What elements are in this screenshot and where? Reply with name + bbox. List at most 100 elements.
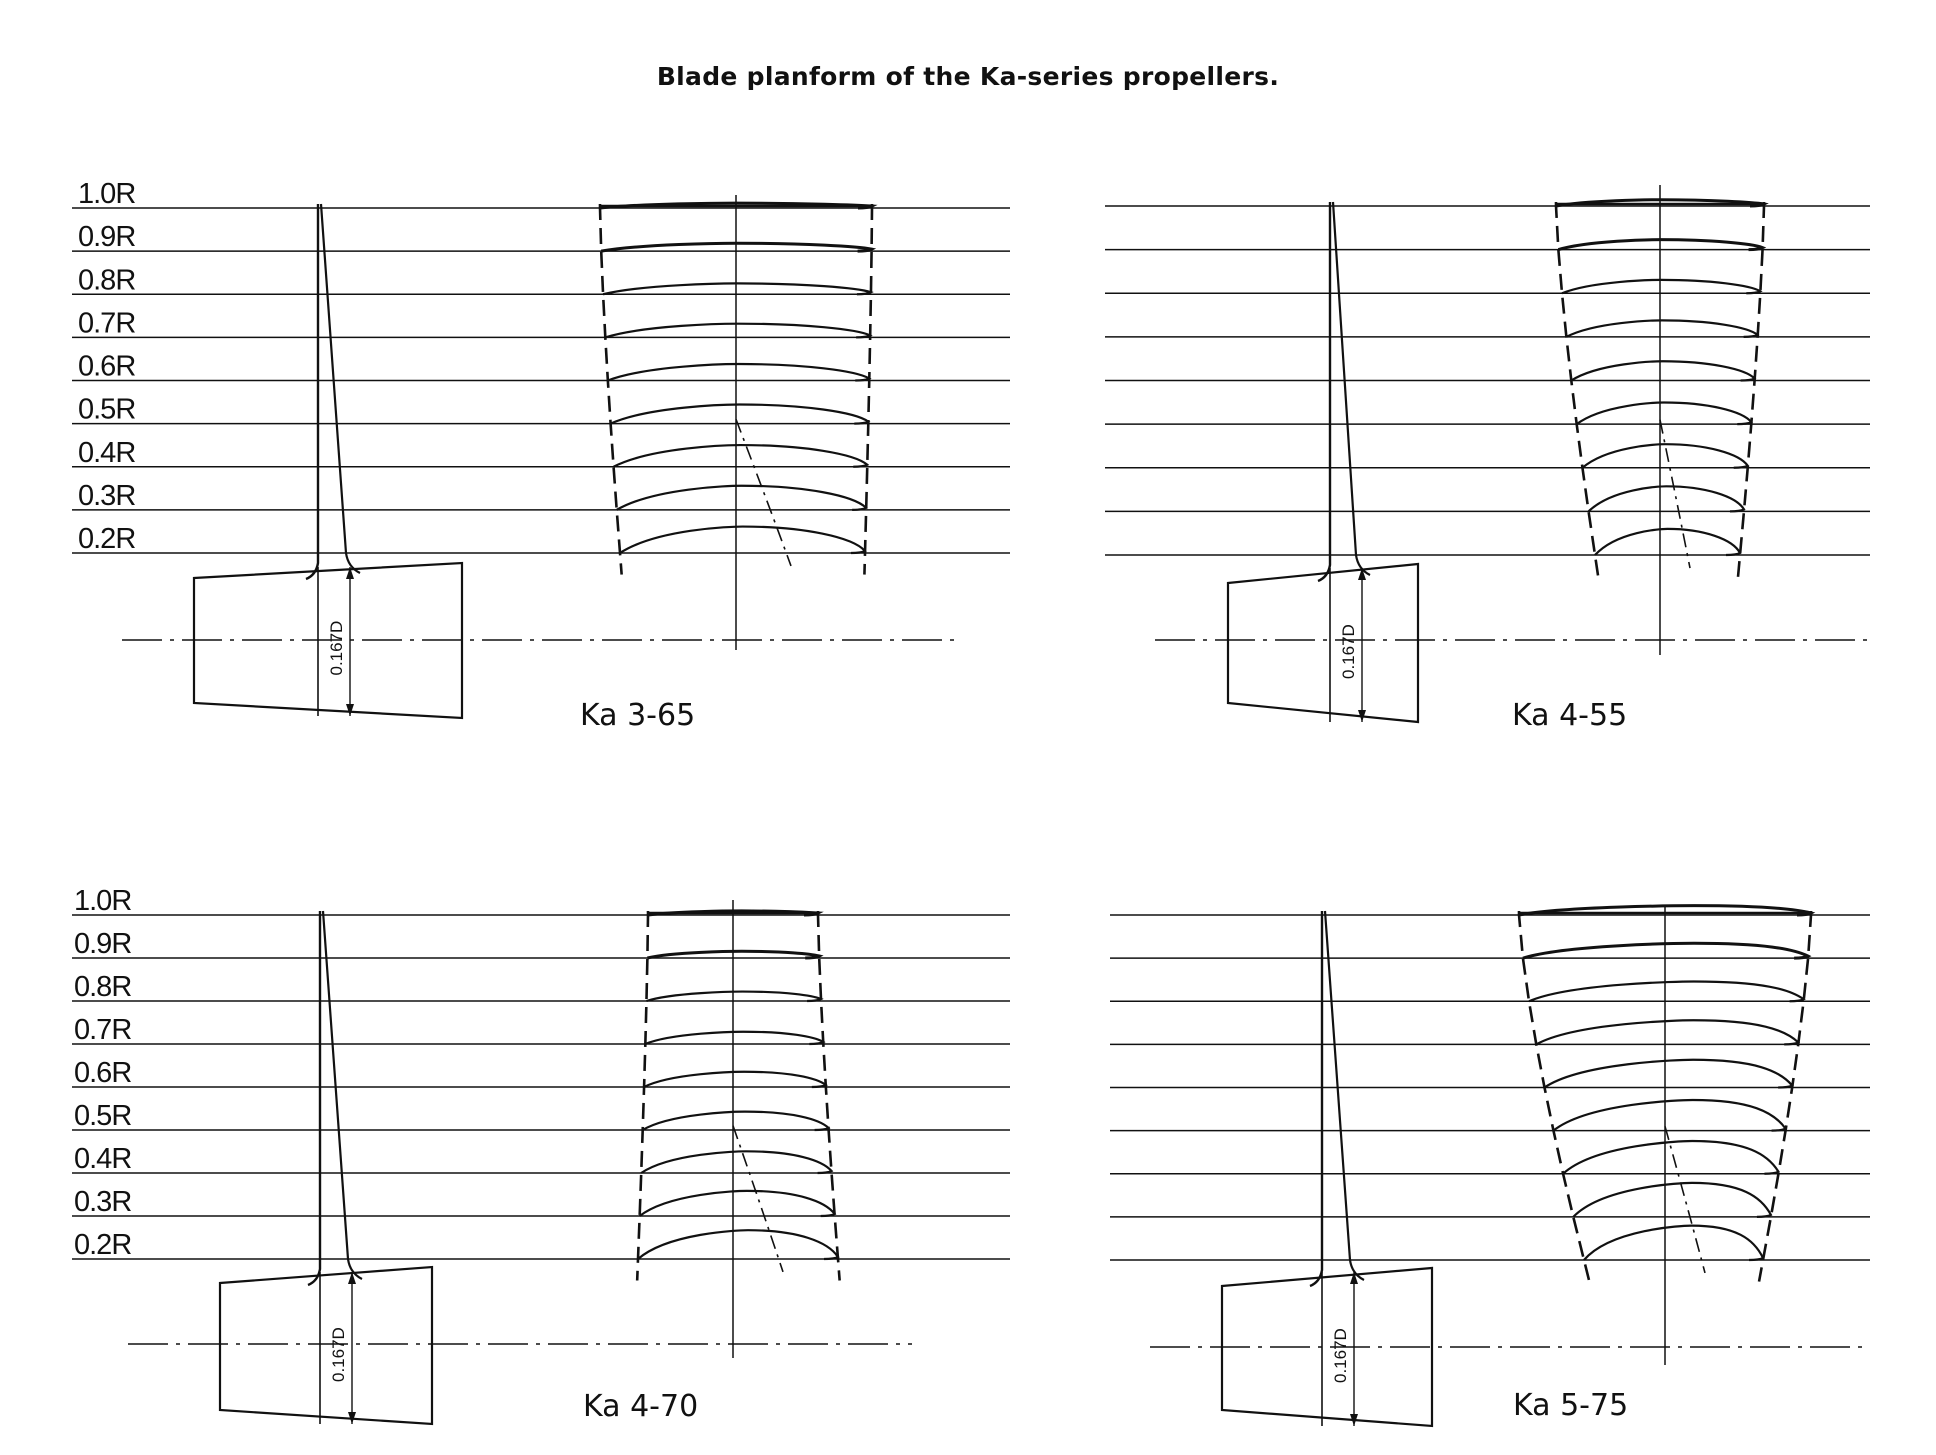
- blade-section-0.8R: [1561, 278, 1763, 295]
- radius-label: 0.7R: [78, 307, 135, 339]
- propeller-designation: Ka 5-75: [1513, 1388, 1628, 1423]
- blade-section-0.9R: [647, 949, 824, 960]
- boss-dimension-label: 0.167D: [1331, 1328, 1350, 1383]
- propeller-designation: Ka 4-55: [1512, 698, 1627, 733]
- blade-section-0.2R: [619, 525, 867, 555]
- blade-section-0.3R: [1572, 1181, 1773, 1218]
- blade-section-0.8R: [646, 990, 824, 1003]
- blade-section-0.4R: [1581, 443, 1750, 469]
- trailing-edge-outline: [816, 911, 841, 1281]
- blade-section-0.9R: [1522, 941, 1812, 960]
- radius-label: 0.5R: [74, 1100, 131, 1132]
- blade-section-0.2R: [637, 1229, 840, 1261]
- blade-section-0.5R: [1576, 401, 1753, 426]
- blade-section-0.2R: [1594, 527, 1742, 557]
- blade-section-0.6R: [1543, 1058, 1794, 1089]
- boss-outline: [218, 1265, 434, 1426]
- leading-edge-outline: [1517, 911, 1591, 1282]
- blade-section-0.9R: [600, 241, 877, 253]
- trailing-edge-outline: [1757, 911, 1813, 1282]
- blade-section-0.5R: [642, 1110, 831, 1132]
- blade-section-0.4R: [640, 1150, 834, 1175]
- blade-section-0.9R: [1557, 238, 1767, 252]
- panel-1: 1.0R 0.9R 0.8R 0.7R 0.6R 0.5R 0.4R 0.3R 0.2R 0.16…: [72, 178, 1010, 733]
- blade-section-0.7R: [1565, 319, 1760, 338]
- boss-outline: [192, 561, 464, 720]
- skew-line: [735, 419, 792, 567]
- radius-label: 0.2R: [78, 523, 135, 555]
- radius-label: 0.8R: [78, 264, 135, 296]
- dimension-arrow: [346, 704, 354, 716]
- blade-section-0.6R: [607, 362, 872, 382]
- leading-edge-outline: [1554, 202, 1600, 578]
- blade-section-0.6R: [1570, 360, 1757, 382]
- trailing-edge-outline: [1736, 202, 1766, 577]
- trailing-edge-outline: [863, 204, 874, 575]
- radius-label: 0.3R: [74, 1186, 131, 1218]
- dimension-arrow: [1350, 1414, 1358, 1426]
- radius-label: 1.0R: [74, 885, 131, 917]
- dimension-arrow: [1358, 710, 1366, 722]
- dimension-arrow: [348, 1412, 356, 1424]
- radius-label: 0.9R: [78, 221, 135, 253]
- dimension-arrow: [346, 567, 354, 579]
- dimension-arrow: [348, 1272, 356, 1284]
- blade-section-0.3R: [616, 484, 869, 511]
- boss-outline: [1226, 562, 1420, 724]
- dimension-arrow: [1350, 1272, 1358, 1284]
- panel-4: 0.167D Ka 5-75: [1110, 904, 1870, 1428]
- blade-section-0.5R: [1552, 1098, 1788, 1132]
- blade-section-0.8R: [602, 282, 874, 296]
- blade-rake-line: [321, 910, 363, 1280]
- blade-rake-line: [319, 203, 361, 574]
- boss-dimension-label: 0.167D: [329, 1327, 348, 1382]
- blade-section-0.7R: [644, 1030, 826, 1046]
- dimension-arrow: [1358, 568, 1366, 580]
- skew-line: [1659, 419, 1691, 569]
- blade-section-0.7R: [1535, 1019, 1801, 1046]
- blade-section-0.2R: [1583, 1224, 1765, 1262]
- blade-stem-line: [305, 204, 320, 581]
- propeller-designation: Ka 3-65: [580, 698, 695, 733]
- blade-section-0.4R: [613, 443, 870, 468]
- radius-label: 1.0R: [78, 178, 135, 210]
- blade-section-1.0R: [1555, 198, 1769, 208]
- leading-edge-outline: [598, 204, 623, 575]
- radius-label: 0.7R: [74, 1014, 131, 1046]
- blade-section-0.5R: [610, 403, 871, 425]
- blade-stem-line: [1317, 202, 1332, 583]
- radius-label: 0.8R: [74, 971, 131, 1003]
- blade-section-0.3R: [638, 1189, 837, 1218]
- radius-label: 0.4R: [74, 1143, 131, 1175]
- blade-section-1.0R: [599, 201, 878, 210]
- radius-label: 0.5R: [78, 394, 135, 426]
- boss-dimension-label: 0.167D: [1339, 624, 1358, 679]
- skew-line: [1664, 1126, 1706, 1274]
- panel-3: 1.0R 0.9R 0.8R 0.7R 0.6R 0.5R 0.4R 0.3R 0.2R 0.16…: [72, 885, 1010, 1426]
- radius-label: 0.9R: [74, 928, 131, 960]
- boss-dimension-label: 0.167D: [327, 621, 346, 676]
- skew-line: [732, 1125, 784, 1273]
- blade-section-0.3R: [1587, 485, 1746, 513]
- radius-label: 0.2R: [74, 1229, 131, 1261]
- blade-section-1.0R: [1518, 904, 1816, 917]
- panel-2: 0.167D Ka 4-55: [1105, 185, 1870, 733]
- blade-rake-line: [1331, 201, 1371, 576]
- radius-label: 0.6R: [74, 1057, 131, 1089]
- radius-label: 0.6R: [78, 351, 135, 383]
- blade-section-1.0R: [647, 909, 824, 917]
- boss-outline: [1220, 1266, 1434, 1428]
- blade-stem-line: [307, 911, 322, 1287]
- radius-label: 0.4R: [78, 437, 135, 469]
- blade-section-0.4R: [1562, 1139, 1781, 1175]
- radius-label: 0.3R: [78, 480, 135, 512]
- blade-section-0.6R: [643, 1070, 828, 1089]
- blade-section-0.7R: [604, 322, 873, 339]
- page-title: Blade planform of the Ka-series propelle…: [656, 62, 1280, 91]
- blade-rake-line: [1323, 910, 1365, 1281]
- blade-stem-line: [1309, 911, 1324, 1288]
- propeller-designation: Ka 4-70: [583, 1389, 698, 1424]
- leading-edge-outline: [635, 911, 650, 1281]
- blade-section-0.8R: [1528, 980, 1806, 1003]
